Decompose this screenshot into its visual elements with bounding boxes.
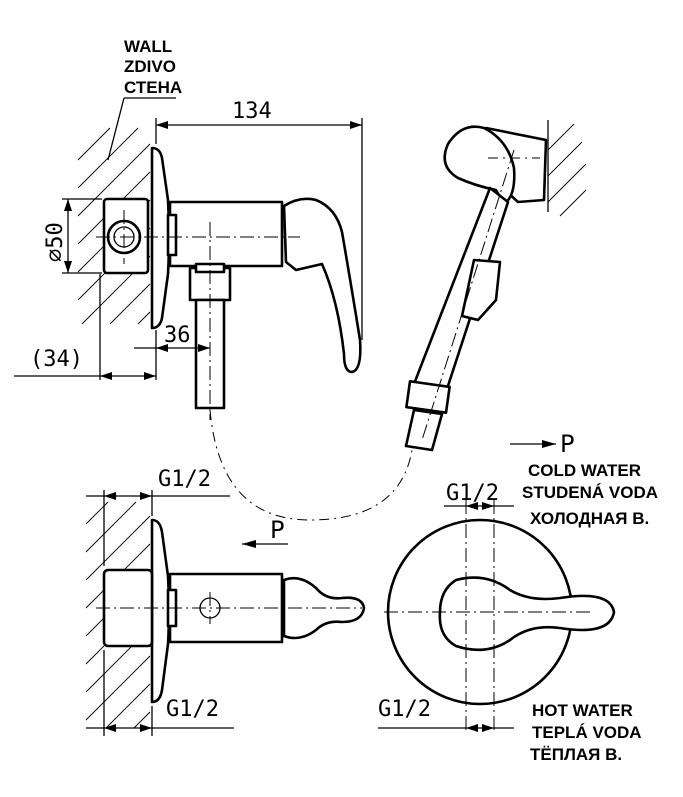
bottom-dim-g-top-arrow-left	[104, 492, 116, 500]
dim-34-arrow-left	[100, 372, 112, 380]
dim-34-arrow-right	[144, 372, 156, 380]
mounting-block	[102, 197, 150, 275]
front-view: G1/2 G1/2 P	[378, 430, 616, 734]
bottom-dim-g-top-label: G1/2	[158, 467, 211, 492]
wall-label: WALL ZDIVO СТЕНА	[124, 37, 182, 97]
cold-water-en: COLD WATER	[528, 461, 641, 480]
hot-water-ru: ТЁПЛАЯ В.	[530, 745, 622, 764]
p-side-arrow-head	[242, 540, 256, 548]
front-dim-g-bot-arrow-right	[482, 724, 494, 732]
dim-36-arrow-right	[198, 344, 210, 352]
body-collar	[166, 213, 178, 257]
hand-shower	[209, 120, 587, 521]
front-dim-g-bot-arrow-left	[466, 724, 478, 732]
wall-hatch-shower	[547, 123, 587, 217]
dim-134-label: 134	[232, 99, 272, 124]
dim-36-arrow-left	[156, 344, 168, 352]
hot-water-cz: TEPLÁ VODA	[532, 723, 642, 742]
wall-label-en: WALL	[124, 37, 172, 56]
hot-water-en: HOT WATER	[532, 701, 633, 720]
wall-label-ru: СТЕНА	[124, 78, 182, 97]
mixer-body	[168, 200, 284, 268]
front-dim-g-top-arrow-left	[466, 502, 478, 510]
dim-50-arrow-bottom	[64, 261, 72, 273]
shower-centerline	[421, 149, 515, 441]
cold-water-label: COLD WATER STUDENÁ VODA ХОЛОДНАЯ В.	[522, 461, 658, 528]
wall-leader-line	[107, 97, 125, 161]
cold-water-cz: STUDENÁ VODA	[522, 483, 658, 502]
cold-water-ru: ХОЛОДНАЯ В.	[530, 509, 649, 528]
wall-label-cz: ZDIVO	[124, 57, 176, 76]
bottom-dim-g-bot-arrow-right	[140, 724, 152, 732]
dim-34-label: (34)	[30, 347, 83, 372]
p-top-arrow-head	[542, 440, 556, 448]
bottom-dim-g-bot-arrow-left	[104, 724, 116, 732]
top-side-view: 134 ⌀50 (34) 36	[14, 97, 363, 420]
front-lever	[438, 576, 616, 652]
shower-head	[443, 125, 516, 206]
dim-134-arrow-right	[350, 121, 362, 129]
shower-hose-end	[404, 408, 444, 452]
bottom-dim-g-top-arrow-right	[140, 492, 152, 500]
shower-trigger	[460, 258, 502, 322]
bottom-dim-g-bot-label: G1/2	[166, 697, 219, 722]
bottom-escutcheon	[150, 518, 171, 704]
mixer-lever	[282, 197, 362, 374]
shower-hose-nut	[405, 380, 451, 414]
dim-36-label: 36	[164, 323, 191, 348]
escutcheon-plate	[150, 146, 171, 330]
dim-50-label: ⌀50	[43, 222, 68, 262]
bottom-side-view: G1/2 G1/2 P	[85, 467, 366, 736]
dim-50-arrow-top	[64, 199, 72, 211]
p-top-label: P	[560, 430, 574, 458]
front-dim-g-bot-label: G1/2	[378, 697, 431, 722]
hose-path	[209, 409, 413, 521]
p-side-label: P	[270, 516, 284, 544]
front-dim-g-top-arrow-right	[482, 502, 494, 510]
hot-water-label: HOT WATER TEPLÁ VODA ТЁПЛАЯ В.	[530, 701, 642, 764]
front-dim-g-top-label: G1/2	[446, 481, 499, 506]
dim-134-arrow-left	[156, 121, 168, 129]
